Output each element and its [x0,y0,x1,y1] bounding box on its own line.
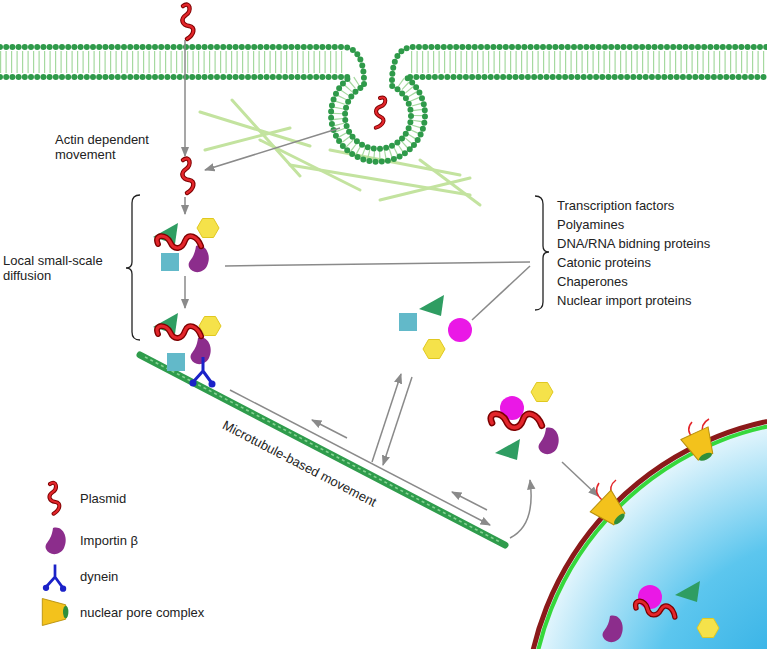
microtubule-label: Microtubule-based movement [221,417,380,509]
molecule-list-item: Chaperones [557,274,628,289]
molecule-list-item: DNA/RNA bidning proteins [557,236,710,251]
legend-label: dynein [80,569,118,584]
annotation-label: Local small-scale diffusion [3,253,124,283]
annotation-label: Actin dependent movement [55,132,167,162]
molecule-list-item: Polyamines [557,217,624,232]
legend-label: Plasmid [80,491,126,506]
free-molecules [399,295,472,359]
actin-filaments [200,100,480,205]
brackets [126,195,549,340]
legend-label: nuclear pore complex [80,605,204,620]
gray-arrows [185,40,598,538]
molecule-list-item: Transcription factors [557,198,674,213]
complex-three [490,383,559,461]
molecule-list-item: Catonic proteins [557,255,651,270]
microtubule [140,355,505,545]
legend-label: Importin β [80,533,138,548]
legend-icons [42,483,68,626]
plasma-membrane [0,47,767,162]
molecule-list-item: Nuclear import proteins [557,293,691,308]
complex-one [153,219,219,273]
complex-two [153,313,221,388]
plasmids [182,5,389,193]
nucleus [525,415,767,649]
